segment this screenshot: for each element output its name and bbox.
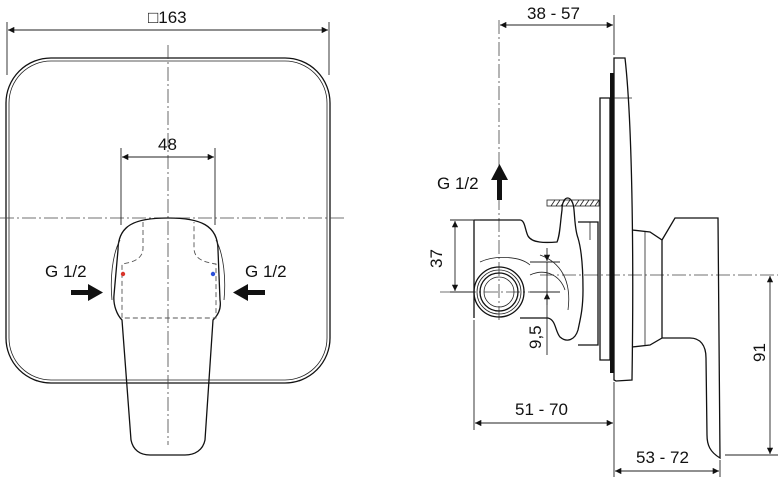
inlet-left-label: G 1/2 <box>45 262 87 281</box>
outlet-label: G 1/2 <box>437 174 479 193</box>
dimension-body-depth: 51 - 70 <box>515 400 568 419</box>
inlet-right-label: G 1/2 <box>245 262 287 281</box>
outlet-arrow-icon <box>491 164 508 200</box>
dimension-lever-depth: 53 - 72 <box>636 448 689 467</box>
inlet-right-arrow-icon <box>233 284 265 301</box>
dimension-lever-width-48: 48 <box>158 135 177 154</box>
dimension-offset: 9,5 <box>526 325 545 349</box>
dimension-lever-height: 91 <box>750 343 769 362</box>
side-view <box>440 15 778 477</box>
inlet-left-arrow-icon <box>71 284 103 301</box>
hot-marker <box>120 271 126 277</box>
front-view <box>0 22 345 456</box>
dimension-wall-depth: 38 - 57 <box>527 4 580 23</box>
dimension-width-163: □163 <box>148 8 187 27</box>
cold-marker <box>210 271 216 277</box>
dimension-outlet-height: 37 <box>427 249 446 268</box>
